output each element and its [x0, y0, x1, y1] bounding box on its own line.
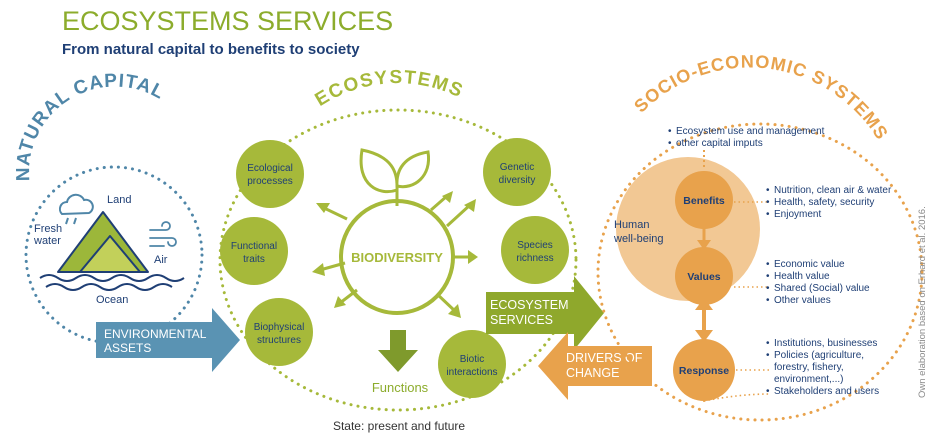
functions-arrow — [378, 330, 418, 372]
node-functional-line1: Functional — [231, 241, 277, 252]
wave-icon-2 — [45, 283, 173, 291]
ecosystems-section: ECOSYSTEMS BIODIVERSITY Functions Ecolo — [218, 67, 578, 433]
drivers-line2: CHANGE — [566, 366, 619, 380]
ecosystem-services-arrow: ECOSYSTEM SERVICES — [486, 276, 604, 350]
value-item: Shared (Social) value — [774, 283, 870, 294]
response-item: Stakeholders and users — [774, 386, 879, 397]
human-wellbeing-line2: well-being — [613, 233, 664, 245]
value-item: Other values — [774, 295, 831, 306]
credit-text: Own elaboration based on Erhard et al. 2… — [917, 206, 928, 398]
drivers-line1: DRIVERS OF — [566, 351, 643, 365]
natural-capital-circle — [24, 165, 204, 345]
response-item: environment,...) — [774, 374, 843, 385]
functions-label: Functions — [372, 380, 429, 395]
node-biophysical-line2: structures — [257, 335, 301, 346]
biodiversity-label: BIODIVERSITY — [351, 250, 443, 265]
top-note-2: other capital imputs — [676, 138, 763, 149]
natural-capital-section: NATURAL CAPITAL Land Fresh water Air Oce… — [13, 70, 204, 345]
node-ecological-line2: processes — [247, 176, 293, 187]
benefits-list: • • • Nutrition, clean air & water Healt… — [766, 185, 892, 220]
node-biophysical-structures: Biophysical structures — [245, 298, 313, 366]
response-item: forestry, fishery, — [774, 362, 844, 373]
eco-services-line2: SERVICES — [490, 313, 553, 327]
page-subtitle: From natural capital to benefits to soci… — [62, 41, 360, 58]
node-biotic-interactions: Biotic interactions — [438, 330, 506, 398]
env-assets-line1: ENVIRONMENTAL — [104, 327, 207, 341]
page-title: ECOSYSTEMS SERVICES — [62, 6, 393, 36]
bullet: • — [766, 185, 770, 196]
node-ecological-processes: Ecological processes — [236, 140, 304, 208]
air-label: Air — [154, 254, 168, 266]
node-values-label: Values — [687, 271, 720, 283]
value-item: Health value — [774, 271, 830, 282]
node-functional-traits: Functional traits — [220, 217, 288, 285]
ecosystems-dotted-ring — [218, 108, 578, 412]
top-note-bullet-2: • — [668, 138, 672, 149]
bullet: • — [766, 386, 770, 397]
node-functional-line2: traits — [243, 254, 265, 265]
water-label: water — [33, 235, 61, 247]
drivers-of-change-arrow: DRIVERS OF CHANGE — [538, 332, 652, 400]
node-benefits-label: Benefits — [683, 195, 725, 207]
bullet: • — [766, 209, 770, 220]
response-item: Institutions, businesses — [774, 338, 877, 349]
leader-lines — [703, 201, 771, 402]
bullet: • — [766, 295, 770, 306]
ecosystems-title: ECOSYSTEMS — [312, 67, 467, 111]
node-species-line1: Species — [517, 240, 553, 251]
natural-capital-title: NATURAL CAPITAL — [13, 70, 168, 181]
values-list: • • • • Economic value Health value Shar… — [766, 259, 870, 306]
benefit-item: Enjoyment — [774, 209, 821, 220]
bullet: • — [766, 338, 770, 349]
environmental-assets-arrow: ENVIRONMENTAL ASSETS — [96, 308, 240, 372]
arrow-down-icon — [697, 240, 711, 250]
node-species-richness: Species richness — [501, 216, 569, 284]
node-values: Values — [675, 247, 733, 305]
state-label: State: present and future — [333, 419, 465, 433]
top-note-1: Ecosystem use and management — [676, 126, 825, 137]
bullet: • — [766, 259, 770, 270]
node-genetic-diversity: Genetic diversity — [483, 138, 551, 206]
node-biotic-line1: Biotic — [460, 354, 484, 365]
mountain-icon-small — [79, 235, 141, 273]
bullet: • — [766, 271, 770, 282]
wave-icon — [39, 274, 185, 282]
node-biotic-line2: interactions — [446, 367, 497, 378]
node-ecological-line1: Ecological — [247, 163, 293, 174]
arrow-down-icon-2 — [695, 330, 713, 342]
env-assets-line2: ASSETS — [104, 341, 151, 355]
node-genetic-line2: diversity — [499, 175, 536, 186]
socio-dotted-ring — [596, 122, 924, 422]
node-species-line2: richness — [516, 253, 553, 264]
node-response-label: Response — [679, 365, 729, 377]
sprout-icon — [359, 148, 431, 206]
response-item: Policies (agriculture, — [774, 350, 864, 361]
land-label: Land — [107, 194, 131, 206]
value-item: Economic value — [774, 259, 845, 270]
rain-icon — [65, 217, 69, 225]
top-note-bullet-1: • — [668, 126, 672, 137]
human-wellbeing-line1: Human — [614, 219, 649, 231]
node-response: Response — [673, 339, 735, 401]
bullet: • — [766, 283, 770, 294]
response-list: • • • Institutions, businesses Policies … — [766, 338, 879, 397]
eco-services-line1: ECOSYSTEM — [490, 298, 569, 312]
node-genetic-line1: Genetic — [500, 162, 534, 173]
cloud-icon — [58, 193, 94, 216]
ocean-label: Ocean — [96, 294, 128, 306]
fresh-label: Fresh — [34, 223, 62, 235]
bullet: • — [766, 350, 770, 361]
benefit-item: Health, safety, security — [774, 197, 874, 208]
wind-icon — [149, 221, 177, 247]
rain-drop — [73, 217, 77, 225]
bullet: • — [766, 197, 770, 208]
node-biophysical-line1: Biophysical — [254, 322, 305, 333]
node-benefits: Benefits — [675, 171, 733, 229]
benefit-item: Nutrition, clean air & water — [774, 185, 892, 196]
radiating-arrows — [312, 191, 478, 318]
